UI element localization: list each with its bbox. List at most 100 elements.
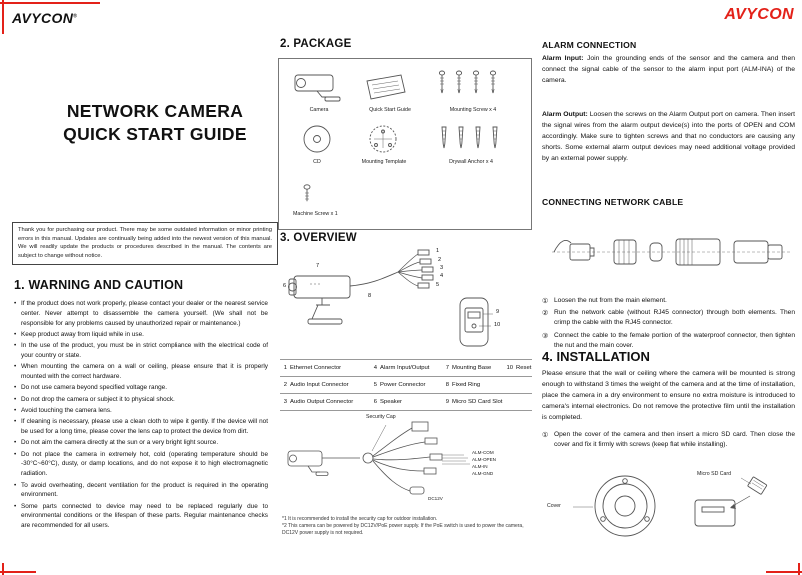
package-label-machine-screw: Machine Screw x 1 — [293, 211, 338, 217]
step-text: Run the network cable (without RJ45 conn… — [554, 309, 795, 327]
sd-card-install-diagram — [573, 475, 768, 537]
machine-screw-illustration — [303, 184, 311, 202]
cell-label: Audio Output Connector — [290, 399, 354, 405]
corner-mark-bottom-right-v — [798, 563, 800, 575]
network-step-3: ③ Connect the cable to the female portio… — [542, 331, 795, 351]
step-marker: ① — [542, 296, 549, 305]
warning-bullet: To avoid overheating, decent ventilation… — [14, 481, 268, 501]
cell-label: Alarm Input/Output — [380, 365, 430, 371]
overview-camera-side — [288, 249, 434, 325]
cell-number: 8 — [445, 382, 449, 388]
gland-nut — [613, 239, 637, 265]
corner-mark-bottom-left-h — [0, 571, 36, 573]
cell-number: 5 — [373, 382, 377, 388]
micro-sd-card-label: Micro SD Card — [697, 471, 732, 477]
installation-intro: Please ensure that the wall or ceiling w… — [542, 370, 795, 421]
package-label-template: Mounting Template — [361, 159, 407, 165]
cover-label: Cover — [547, 503, 561, 509]
cell-number: 6 — [373, 399, 377, 405]
drywall-anchors-illustration — [441, 126, 498, 149]
cell-label: Reset — [516, 365, 532, 371]
sd-slot-detail — [694, 476, 768, 527]
cable-harness-diagram — [287, 421, 470, 495]
cell-number: 4 — [373, 365, 377, 371]
package-label-camera: Camera — [309, 107, 329, 113]
security-cap-label: Security Cap — [366, 414, 396, 420]
wire-label: ALM-IN — [472, 464, 488, 469]
warning-bullet: If cleaning is necessary, please use a c… — [14, 417, 268, 437]
warning-bullet: In the use of the product, you must be i… — [14, 341, 268, 361]
page-title-line-1: NETWORK CAMERA — [66, 101, 244, 121]
power-label: DC12V — [428, 496, 443, 501]
alarm-output-paragraph: Alarm Output: Loosen the screws on the A… — [542, 110, 795, 164]
callout-number: 5 — [436, 282, 440, 288]
wire-label: ALM-COM — [472, 450, 494, 455]
alarm-input-text: Join the grounding ends of the sensor an… — [542, 55, 796, 84]
callout-number: 1 — [436, 248, 440, 254]
network-step-2: ② Run the network cable (without RJ45 co… — [542, 308, 795, 328]
step-marker: ③ — [542, 330, 549, 340]
corner-mark-bottom-right-h — [766, 571, 802, 573]
avycon-logo-right: AVYCON — [724, 6, 794, 24]
package-label-anchor: Drywall Anchor x 4 — [449, 159, 493, 165]
wire-label: ALM-OPEN — [472, 457, 496, 462]
avycon-logo-left-text: AVYCON — [12, 10, 74, 26]
overview-heading: 3. OVERVIEW — [280, 232, 357, 244]
step-text: Connect the cable to the female portion … — [554, 331, 795, 349]
alarm-output-text: Loosen the screws on the Alarm Output po… — [542, 111, 795, 162]
package-illustrations-svg — [294, 70, 498, 202]
cell-label: Mounting Base — [452, 365, 492, 371]
cell-number: 9 — [445, 399, 449, 405]
cell-number: 1 — [283, 365, 287, 371]
step-text: Open the cover of the camera and then in… — [554, 431, 795, 448]
package-label-mounting-screw: Mounting Screw x 4 — [449, 107, 497, 113]
warning-bullet: Do not use camera beyond specified volta… — [14, 383, 268, 393]
callout-number: 2 — [438, 257, 442, 263]
warning-bullet: If the product does not work properly, p… — [14, 299, 268, 328]
alarm-connection-heading: ALARM CONNECTION — [542, 40, 637, 50]
cell-label: Speaker — [380, 399, 402, 405]
package-label-guide: Quick Start Guide — [369, 107, 411, 113]
harness-camera — [287, 450, 329, 476]
cell-label: Fixed Ring — [452, 382, 481, 388]
alarm-output-label: Alarm Output: — [542, 111, 588, 118]
step-marker: ② — [542, 308, 549, 318]
corner-mark-bottom-left-v — [2, 563, 4, 575]
warning-heading: 1. WARNING AND CAUTION — [14, 278, 184, 292]
cell-label: Ethernet Connector — [290, 365, 342, 371]
wire-label: ALM-GND — [472, 471, 494, 476]
quick-start-guide-illustration — [366, 74, 406, 100]
seal-ring — [649, 242, 663, 262]
registered-mark-icon: ® — [73, 13, 78, 20]
main-element — [675, 238, 721, 266]
warning-bullet: Do not aim the camera directly at the su… — [14, 438, 268, 448]
page-title: NETWORK CAMERA QUICK START GUIDE — [36, 100, 274, 146]
rj45-plug — [553, 240, 595, 261]
waterproof-connector-diagram — [552, 238, 792, 266]
callout-number: 6 — [283, 283, 287, 289]
camera-overview-diagram — [288, 249, 493, 347]
network-cable-figure — [552, 214, 792, 290]
notice-box: Thank you for purchasing our product. Th… — [12, 222, 278, 265]
warning-bullet: Some parts connected to device may need … — [14, 502, 268, 531]
cell-number: 2 — [283, 382, 287, 388]
footnote-2: *2 This camera can be powered by DC12V/P… — [282, 523, 524, 537]
cell-label: Power Connector — [380, 382, 426, 388]
step-marker: ① — [542, 430, 549, 439]
female-coupler — [733, 240, 783, 264]
alarm-input-paragraph: Alarm Input: Join the grounding ends of … — [542, 54, 795, 87]
avycon-logo-left: AVYCON® — [12, 10, 77, 26]
cell-label: Micro SD Card Slot — [452, 399, 503, 405]
